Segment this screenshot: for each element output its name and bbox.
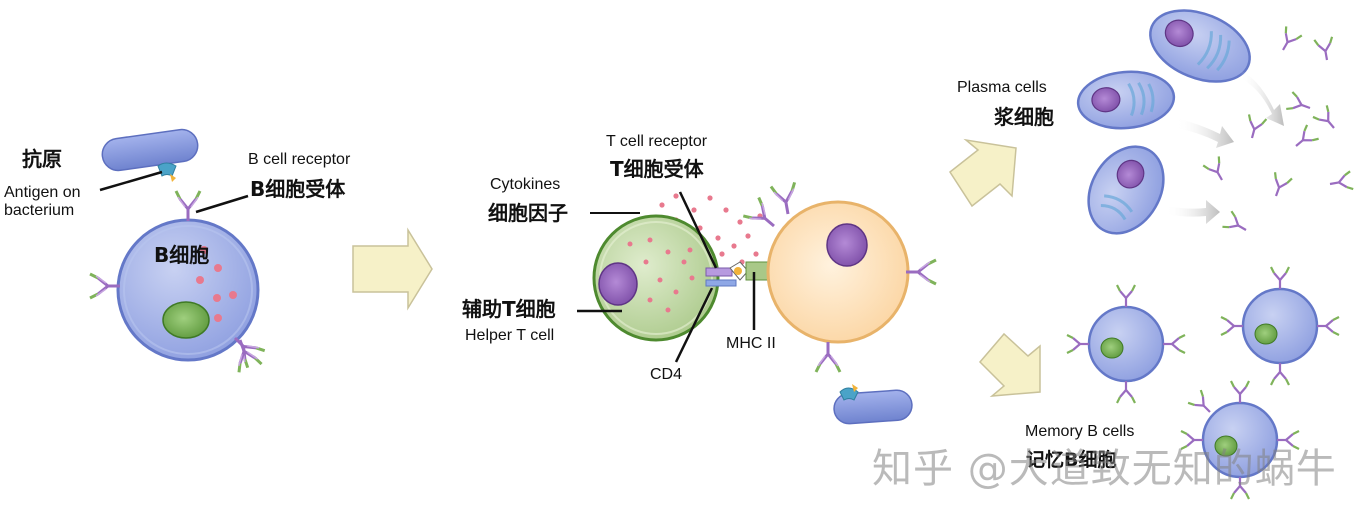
- antigen-epitope: [157, 162, 177, 182]
- bcr-zh-label: B细胞受体: [250, 177, 346, 201]
- t-cell-receptor-complex: [705, 261, 769, 287]
- tcr-zh-label: T细胞受体: [610, 157, 704, 181]
- arrow-to-memory: [978, 332, 1041, 397]
- memory-b-cells: [1087, 287, 1319, 479]
- cytokines-en-label: Cytokines: [490, 176, 561, 193]
- antigen-pointer: [99, 170, 163, 192]
- tcr-pointer: [678, 191, 718, 269]
- plasma-en-label: Plasma cells: [957, 79, 1047, 96]
- bcr-pointer: [195, 194, 249, 214]
- helper-t-en-label: Helper T cell: [465, 327, 555, 344]
- secretion-arrows: [1166, 70, 1284, 224]
- b-cell-label: B细胞: [154, 243, 210, 267]
- bcr-en-label: B cell receptor: [248, 151, 351, 168]
- cd4-label: CD4: [650, 366, 683, 383]
- memory-en-label: Memory B cells: [1025, 423, 1135, 440]
- antigen-zh-label: 抗原: [22, 147, 62, 171]
- presenting-b-nucleus: [826, 223, 868, 267]
- arrow-1: [352, 227, 433, 311]
- plasma-cells: [1076, 9, 1251, 235]
- helper-t-cell: [592, 214, 720, 342]
- tcr-en-label: T cell receptor: [606, 133, 708, 150]
- bacterium: [101, 128, 199, 172]
- presenting-b-cell: [766, 200, 910, 344]
- bacterium-2: [833, 384, 913, 425]
- helper-t-nucleus: [598, 262, 638, 306]
- antigen-en-label: Antigen on bacterium: [4, 184, 81, 220]
- helper-t-zh-label: 辅助T细胞: [462, 297, 556, 321]
- memory-zh-label: 记忆B细胞: [1026, 449, 1117, 471]
- cd4-pointer: [674, 287, 714, 363]
- mhc-label: MHC II: [726, 335, 776, 352]
- arrow-to-plasma: [948, 138, 1017, 208]
- b-cell-nucleus: [162, 301, 210, 339]
- cytokines-zh-label: 细胞因子: [488, 201, 568, 225]
- b-cell: [116, 218, 260, 362]
- watermark: 知乎 @大道致无知的蜗牛: [872, 446, 1337, 492]
- plasma-zh-label: 浆细胞: [994, 105, 1054, 129]
